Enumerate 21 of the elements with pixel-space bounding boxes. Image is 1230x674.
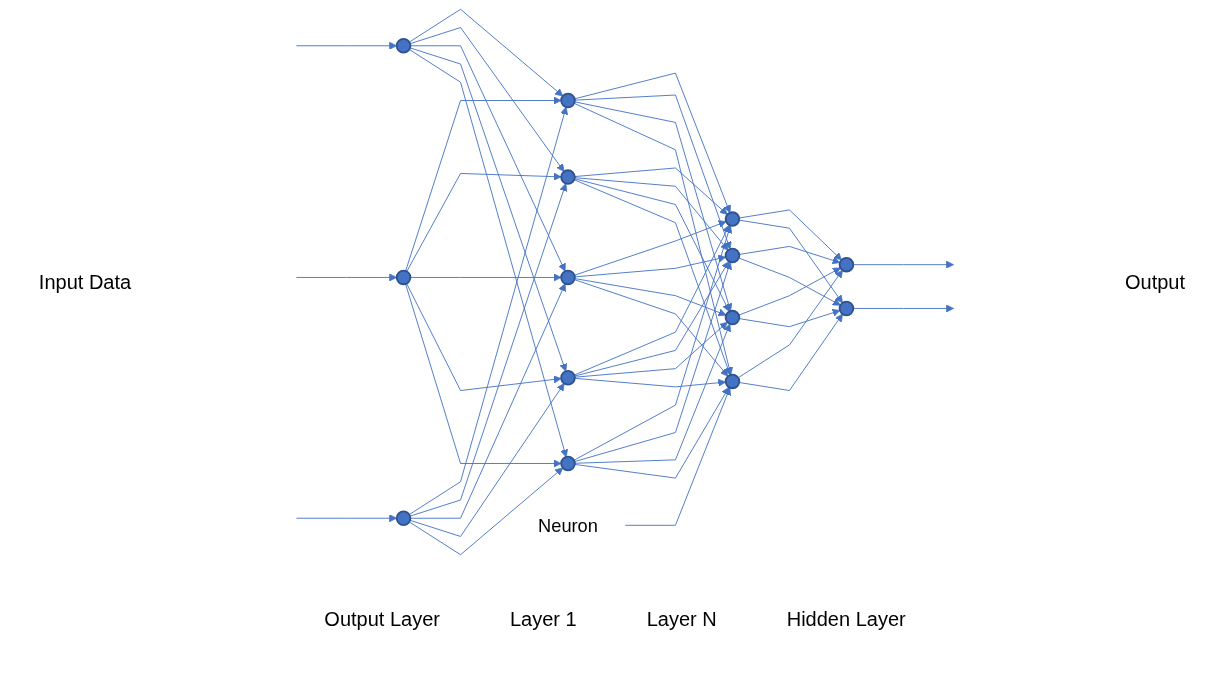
node-text: Neuron	[538, 515, 598, 536]
layer-label: Output	[1124, 270, 1185, 294]
node-circle	[560, 455, 576, 472]
layer-label: Output Layer	[324, 607, 440, 631]
node-circle	[560, 92, 576, 109]
node-circle	[560, 169, 576, 185]
node-circle	[560, 370, 576, 386]
node-circle	[395, 510, 412, 526]
node-circle	[838, 256, 855, 273]
node-circle	[724, 247, 741, 264]
node-circle	[724, 373, 741, 390]
node-circle	[724, 211, 741, 227]
layer-label: Layer N	[646, 607, 717, 631]
node-circle	[560, 269, 576, 286]
node-circle	[395, 269, 412, 286]
node-circle	[395, 38, 412, 54]
layer-label: Layer 1	[509, 607, 577, 631]
node-circle	[838, 300, 855, 317]
layer-label: Hidden Layer	[786, 607, 906, 631]
node-circle	[724, 309, 741, 326]
layer-label: Input Data	[38, 270, 132, 294]
